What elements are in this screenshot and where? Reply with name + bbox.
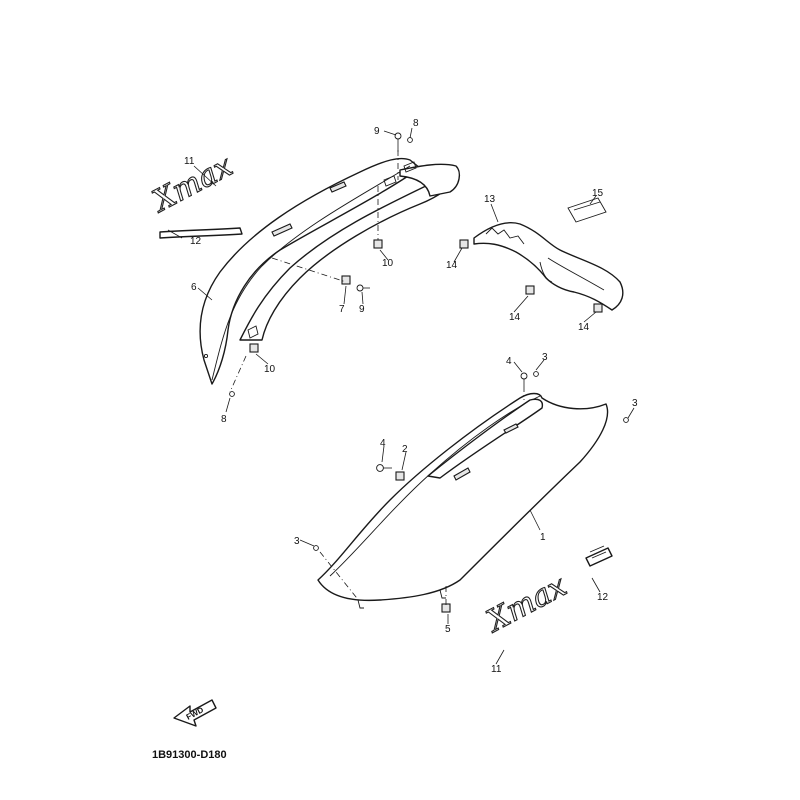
caution-label[interactable] bbox=[567, 197, 607, 223]
callout-14-c: 14 bbox=[578, 322, 590, 333]
callout-2: 2 bbox=[402, 444, 408, 455]
side-cover-upper-left[interactable] bbox=[199, 157, 461, 385]
callout-12-lower: 12 bbox=[597, 592, 609, 603]
callout-9-lower: 9 bbox=[359, 304, 365, 315]
callout-3-upper: 3 bbox=[542, 352, 548, 363]
rear-upper-cover[interactable] bbox=[473, 222, 624, 311]
callout-10-lower: 10 bbox=[264, 364, 276, 375]
callout-7: 7 bbox=[339, 304, 345, 315]
callout-3-right: 3 bbox=[632, 398, 638, 409]
callout-14-b: 14 bbox=[509, 312, 521, 323]
callout-12-upper: 12 bbox=[190, 236, 202, 247]
drawing-code: 1B91300-D180 bbox=[152, 749, 227, 761]
callout-5: 5 bbox=[445, 624, 451, 635]
leader-lines bbox=[167, 127, 635, 665]
callout-6: 6 bbox=[191, 282, 197, 293]
emblem-text-lower: Xmax bbox=[480, 568, 573, 640]
forward-arrow-icon: FWD bbox=[173, 699, 217, 727]
callout-3-lower: 3 bbox=[294, 536, 300, 547]
callout-8-upper: 8 bbox=[413, 118, 419, 129]
callout-9-upper: 9 bbox=[374, 126, 380, 137]
callout-14-a: 14 bbox=[446, 260, 458, 271]
callout-11-lower: 11 bbox=[491, 664, 502, 675]
callout-13: 13 bbox=[484, 194, 496, 205]
callout-8-lower: 8 bbox=[221, 414, 227, 425]
callout-4-lower: 4 bbox=[380, 438, 386, 449]
emblem-lower[interactable]: Xmax bbox=[479, 545, 613, 641]
callout-11-upper: 11 bbox=[184, 156, 195, 167]
callout-4-upper: 4 bbox=[506, 356, 512, 367]
side-cover-main[interactable] bbox=[317, 392, 609, 609]
callout-15: 15 bbox=[592, 188, 604, 199]
alignment-lines bbox=[229, 150, 525, 606]
callout-numbers: 9 8 11 12 6 10 7 9 10 8 13 15 14 14 14 4… bbox=[184, 118, 638, 675]
callout-1: 1 bbox=[540, 532, 546, 543]
callout-10-upper: 10 bbox=[382, 258, 394, 269]
